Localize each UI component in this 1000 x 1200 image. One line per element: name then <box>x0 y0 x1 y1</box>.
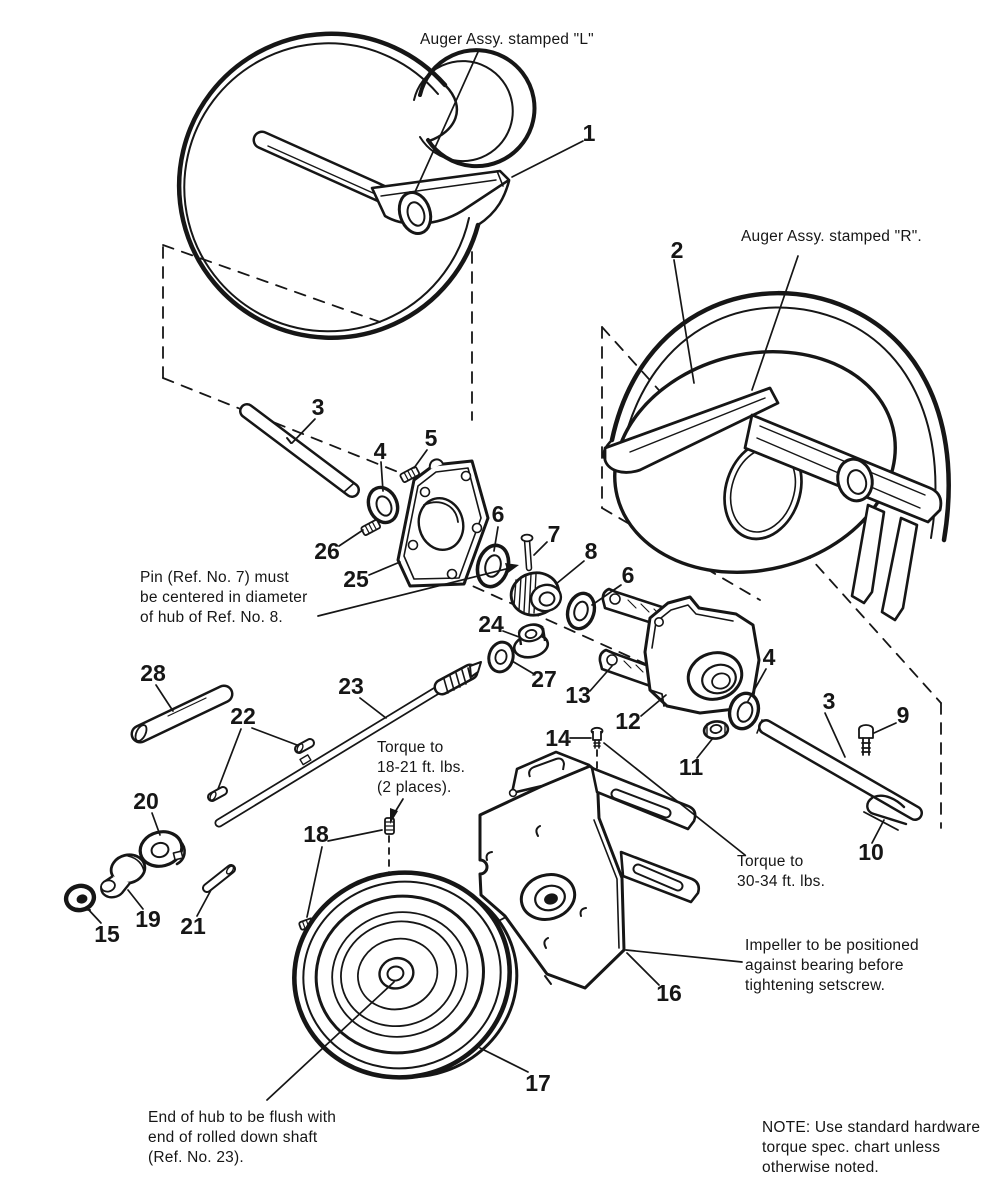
cap-nut-15 <box>63 883 97 913</box>
part-number-4-3: 4 <box>374 438 387 464</box>
leader-lines <box>86 51 897 1101</box>
note-line: (2 places). <box>377 779 452 796</box>
part-number-2-1: 2 <box>671 237 684 263</box>
part-number-15-26: 15 <box>94 921 120 947</box>
part-number-6-7: 6 <box>492 501 505 527</box>
part-number-18-28: 18 <box>303 821 329 847</box>
note-line: Torque to <box>377 739 444 756</box>
part-number-11-16: 11 <box>679 754 704 780</box>
nut-11 <box>702 720 730 740</box>
bearing-ring-4b <box>727 691 761 731</box>
pulley-17 <box>292 870 519 1080</box>
note-line: against bearing before <box>745 957 904 974</box>
bearing-housing-12 <box>643 595 761 715</box>
note-line: Auger Assy. stamped "R". <box>741 228 922 245</box>
leader-arrowheads <box>390 563 519 824</box>
setscrew-5 <box>399 466 421 483</box>
note-line: NOTE: Use standard hardware <box>762 1119 981 1136</box>
gear-hub-8 <box>509 571 563 617</box>
part-number-26-5: 26 <box>314 538 340 564</box>
setscrew-26 <box>360 519 382 536</box>
part-number-12-14: 12 <box>615 708 641 734</box>
locking-collar-20 <box>138 830 186 868</box>
setscrew-18a <box>384 817 395 835</box>
part-number-3-2: 3 <box>312 394 325 420</box>
note-torque-30-34: Torque to 30-34 ft. lbs. <box>737 852 825 892</box>
bolt-9 <box>858 724 874 756</box>
part-number-14-15: 14 <box>545 725 571 751</box>
part-number-8-9: 8 <box>585 538 598 564</box>
part-number-5-4: 5 <box>425 425 438 451</box>
part-number-10-20: 10 <box>858 839 884 865</box>
part-number-1-0: 1 <box>583 120 596 146</box>
part-number-19-25: 19 <box>135 906 161 932</box>
seal-ring-6b <box>565 591 597 631</box>
part-number-16-29: 16 <box>656 980 682 1006</box>
screw-14 <box>590 726 604 749</box>
part-number-23-23: 23 <box>338 673 364 699</box>
note-line: of hub of Ref. No. 8. <box>140 609 283 626</box>
part-number-9-19: 9 <box>897 702 910 728</box>
hairpin-clip-10 <box>866 794 908 826</box>
note-line: be centered in diameter <box>140 589 308 606</box>
note-line: 18-21 ft. lbs. <box>377 759 466 776</box>
bearing-flange-25 <box>396 458 490 588</box>
part-number-28-21: 28 <box>140 660 166 686</box>
note-auger-right: Auger Assy. stamped "R". <box>741 227 922 247</box>
part-number-27-12: 27 <box>531 666 557 692</box>
note-line: torque spec. chart unless <box>762 1139 941 1156</box>
note-line: tightening setscrew. <box>745 977 886 994</box>
washer-27 <box>487 640 515 674</box>
auger-assembly-left <box>176 31 537 340</box>
roll-pin-22a <box>294 738 315 754</box>
note-general-torque: NOTE: Use standard hardware torque spec.… <box>762 1118 980 1178</box>
part-number-3-18: 3 <box>823 688 836 714</box>
note-pin-centering: Pin (Ref. No. 7) must be centered in dia… <box>140 568 307 628</box>
note-hub-flush: End of hub to be flush with end of rolle… <box>148 1108 336 1168</box>
impeller-housing-16 <box>478 750 701 990</box>
part-number-25-6: 25 <box>343 566 369 592</box>
flanged-nut-24 <box>512 623 550 659</box>
roll-pin-22b <box>207 786 228 802</box>
shaft-3-left <box>239 403 360 498</box>
spacer-tube-28 <box>130 684 234 744</box>
part-number-4-17: 4 <box>763 644 776 670</box>
bushing-19 <box>100 853 147 899</box>
impeller-shaft-23 <box>214 661 482 828</box>
part-number-24-11: 24 <box>478 611 504 637</box>
note-line: Auger Assy. stamped "L" <box>420 31 594 48</box>
note-line: 30-34 ft. lbs. <box>737 873 826 890</box>
part-number-6-10: 6 <box>622 562 635 588</box>
auger-assembly-right <box>602 291 951 622</box>
note-torque-18-21: Torque to 18-21 ft. lbs. (2 places). <box>377 738 465 798</box>
note-line: Impeller to be positioned <box>745 937 919 954</box>
shear-pin-21 <box>202 864 236 893</box>
part-number-17-30: 17 <box>525 1070 551 1096</box>
pin-7 <box>520 533 534 572</box>
note-line: end of rolled down shaft <box>148 1129 318 1146</box>
part-number-22-22: 22 <box>230 703 256 729</box>
bearing-ring-4a <box>366 485 400 525</box>
note-line: End of hub to be flush with <box>148 1109 337 1126</box>
part-number-13-13: 13 <box>565 682 591 708</box>
note-auger-left: Auger Assy. stamped "L" <box>420 30 594 50</box>
note-line: otherwise noted. <box>762 1159 879 1176</box>
part-number-20-24: 20 <box>133 788 159 814</box>
note-line: Torque to <box>737 853 804 870</box>
part-number-7-8: 7 <box>548 521 561 547</box>
note-line: (Ref. No. 23). <box>148 1149 244 1166</box>
note-impeller-position: Impeller to be positioned against bearin… <box>745 936 919 996</box>
note-line: Pin (Ref. No. 7) must <box>140 569 289 586</box>
part-number-21-27: 21 <box>180 913 206 939</box>
